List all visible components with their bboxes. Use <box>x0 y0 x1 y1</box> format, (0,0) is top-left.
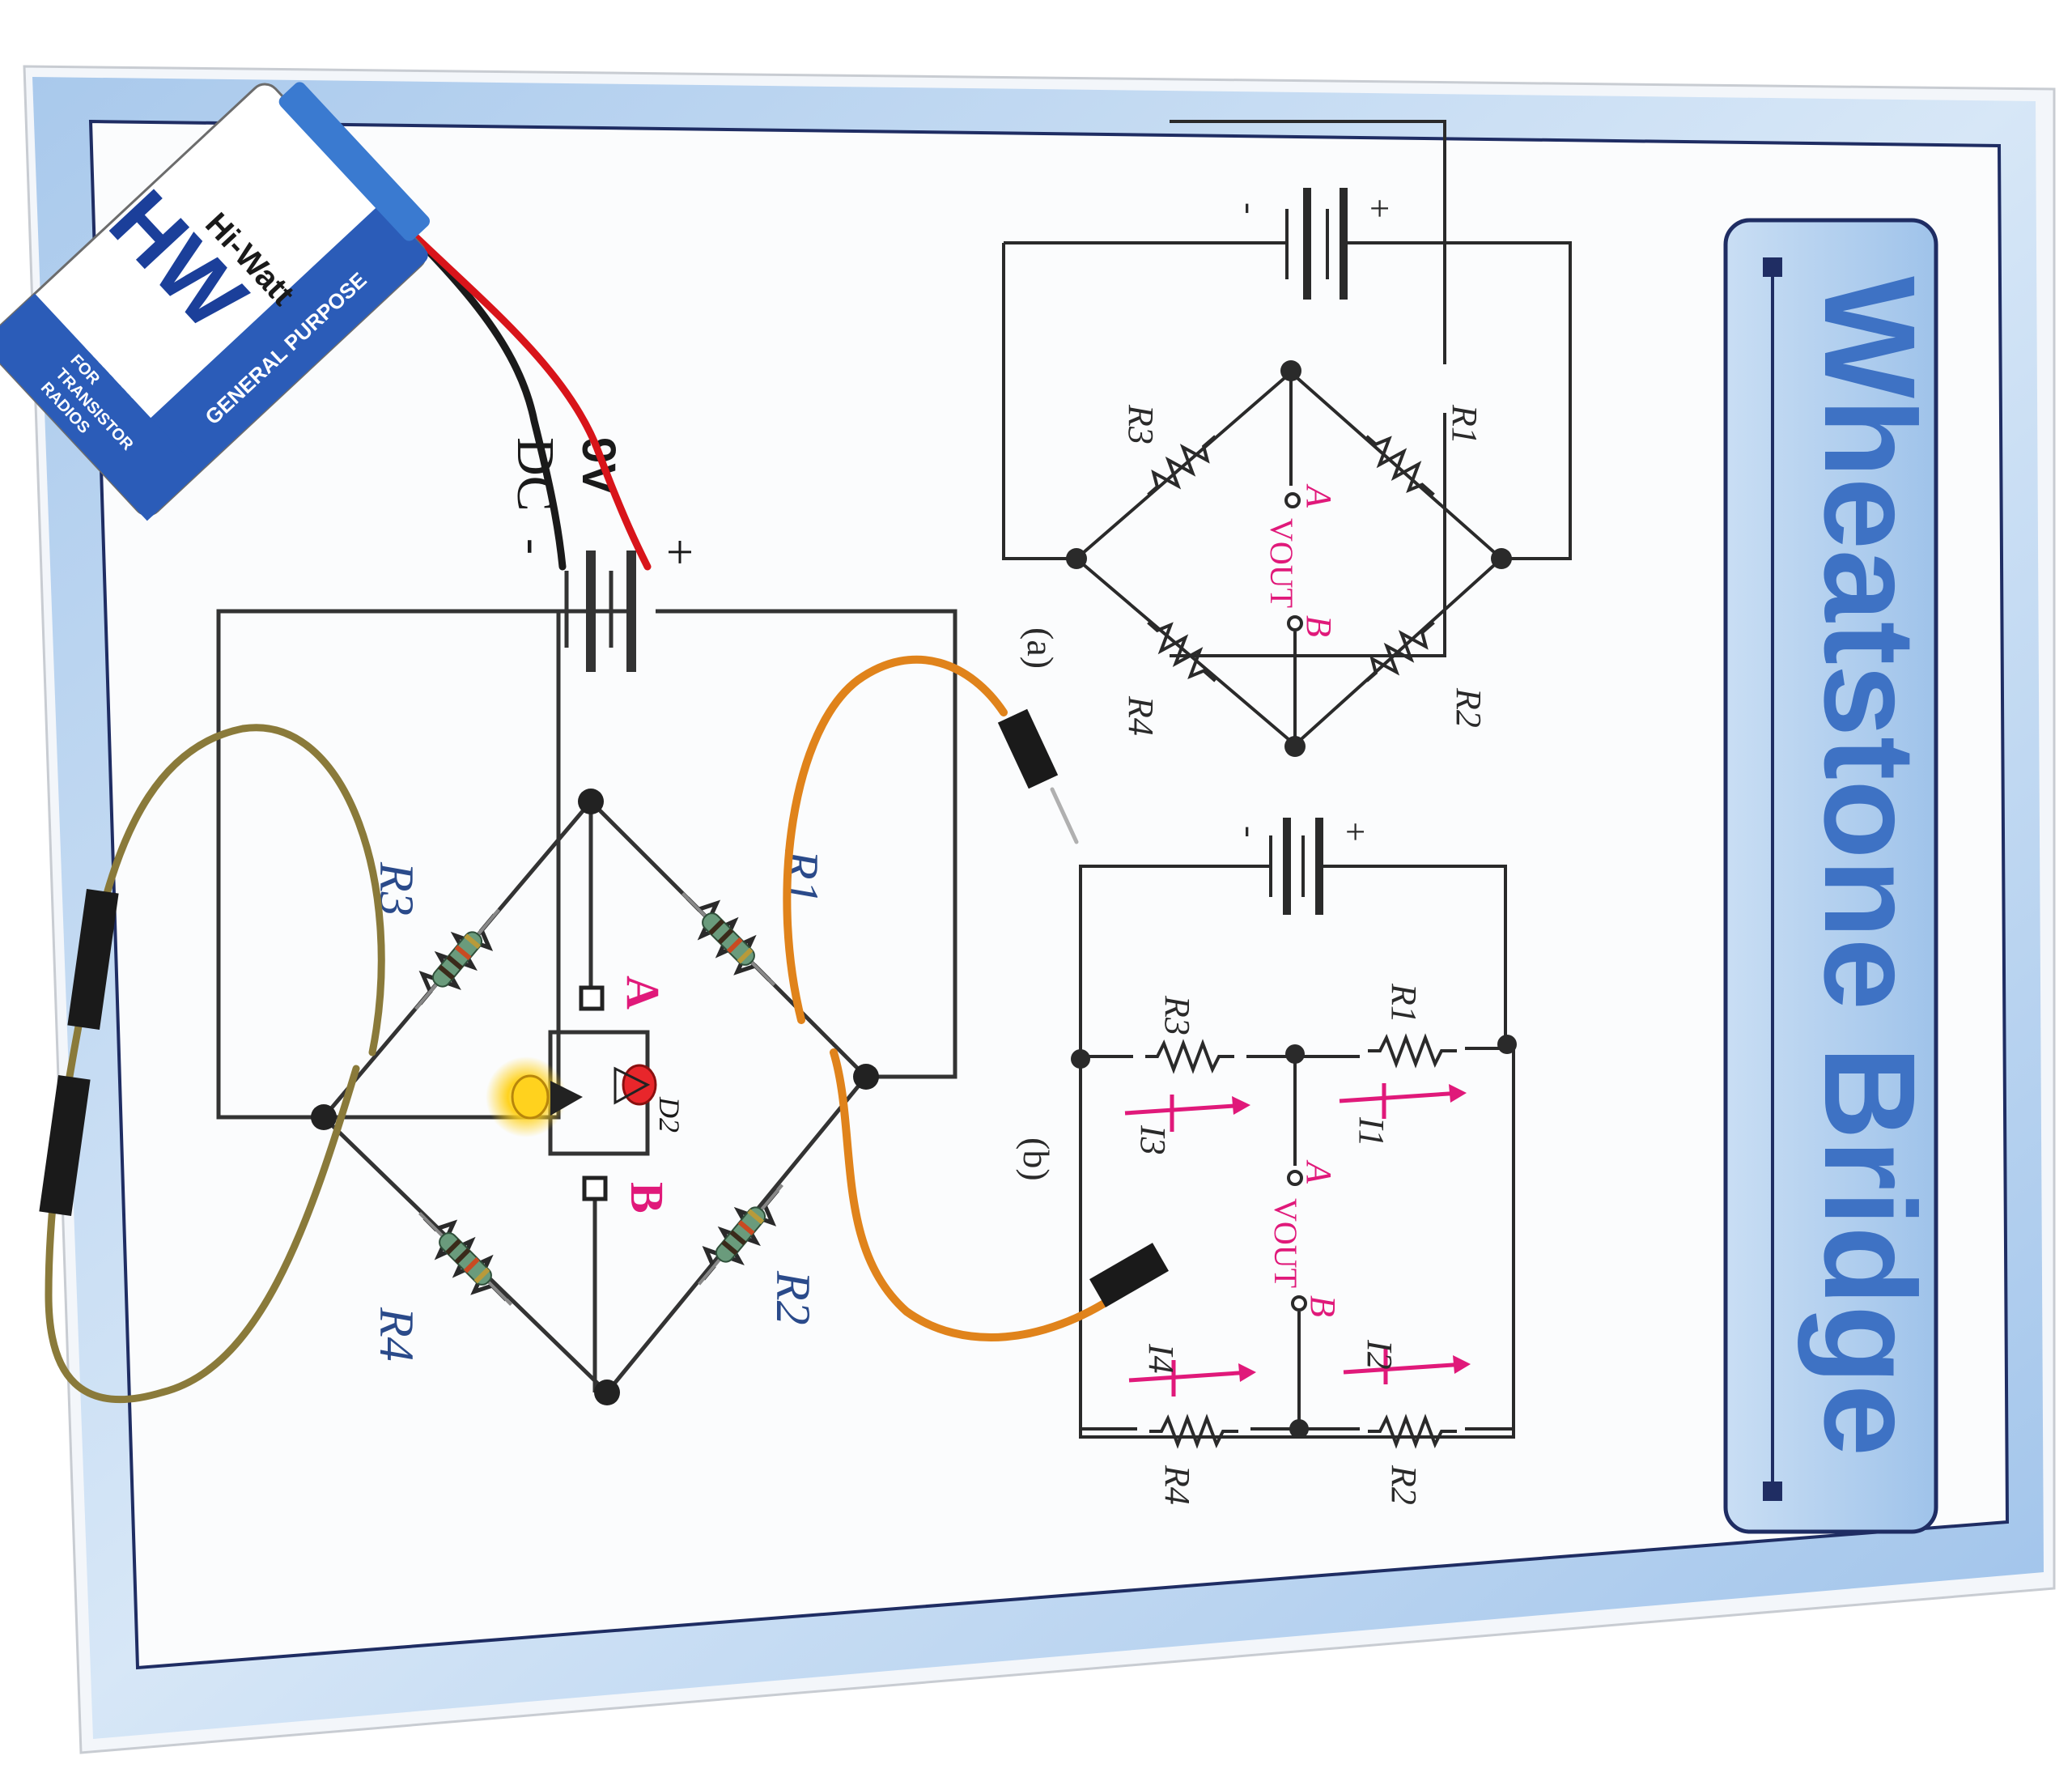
main-circuit-real-resistors <box>414 892 783 1306</box>
diagram-b-i1: I1 <box>1352 1116 1391 1147</box>
main-r2-label: R2 <box>766 1270 820 1325</box>
main-minus: - <box>507 538 561 555</box>
diagram-a-r2: R2 <box>1449 687 1488 728</box>
diagram-b-nodes <box>1071 1035 1517 1439</box>
title-banner: Wheatstone Bridge <box>1723 218 1942 1534</box>
diagram-b-r4: R4 <box>1157 1465 1197 1505</box>
diagram-a-caption: (a) <box>1020 627 1061 669</box>
red-led <box>622 1064 657 1106</box>
diagram-a-node-a: A <box>1299 483 1339 508</box>
main-r4-label: R4 <box>370 1307 423 1362</box>
diagram-b-plus: + <box>1335 822 1375 842</box>
olive-jumper <box>39 724 385 1404</box>
battery: HW Hi-Watt 6F22 9V BATTERY FOR TRANSISTO… <box>0 82 430 521</box>
diagram-b-node-a: A <box>1299 1159 1339 1184</box>
yellow-led <box>511 1074 550 1120</box>
main-r1-label: R1 <box>775 849 828 904</box>
main-node-b: B <box>621 1182 673 1214</box>
diagram-a-nodes <box>1066 360 1512 757</box>
diagram-a <box>1170 120 1446 657</box>
board-title: Wheatstone Bridge <box>1798 276 1942 1456</box>
diagram-b-caption: (b) <box>1016 1137 1057 1181</box>
main-plus: + <box>653 538 707 566</box>
diagram-b-vout: VOUT <box>1267 1198 1304 1288</box>
main-circuit-labels: 9V DC - + R3 R1 R4 R2 A B D2 <box>370 437 828 1362</box>
diagram-a-node-b: B <box>1299 615 1339 637</box>
diagram-b-i4: I4 <box>1141 1343 1181 1374</box>
diagram-b-i3: I3 <box>1133 1124 1173 1155</box>
orange-jumper <box>783 655 1169 1341</box>
diagram-a-r4: R4 <box>1121 695 1161 736</box>
battery-wires <box>376 198 652 571</box>
diagram-b-r1: R1 <box>1384 983 1424 1023</box>
main-node-a: A <box>617 976 669 1010</box>
main-circuit-nodes <box>311 789 879 1405</box>
diagram-a-plus: + <box>1360 198 1399 219</box>
diagram-b-r3: R3 <box>1157 995 1197 1035</box>
diagram-b-i2: I2 <box>1360 1339 1399 1370</box>
diagram-a-vout: VOUT <box>1263 518 1300 608</box>
main-circuit-leds <box>486 1056 657 1137</box>
diagram-b-r2: R2 <box>1384 1465 1424 1505</box>
main-diode-label: D2 <box>653 1096 686 1133</box>
diagram-b-current-arrows <box>1124 1083 1471 1397</box>
diagram-a-labels: - + R3 R1 R4 R2 A B VOUT (a) <box>1020 198 1488 736</box>
diagram-a-r1: R1 <box>1445 404 1484 444</box>
diagram-b-minus: - <box>1230 826 1270 838</box>
diagram-a-r3: R3 <box>1121 404 1161 444</box>
diagram-b-labels: - + R3 R1 R4 R2 I3 I1 I4 I2 A B VOUT (b) <box>1016 822 1424 1505</box>
diagram-b-node-b: B <box>1303 1295 1343 1317</box>
diagram-a-minus: - <box>1230 202 1270 215</box>
